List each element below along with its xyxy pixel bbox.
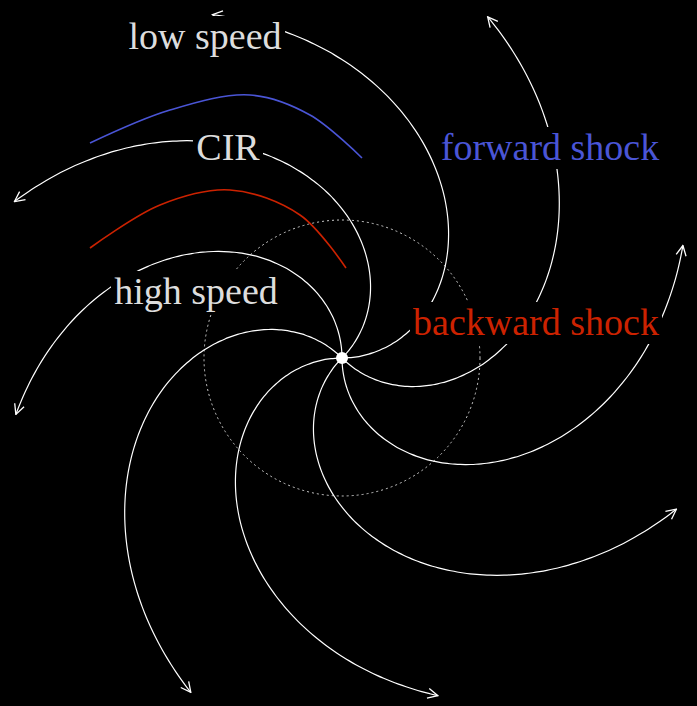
field-line [16,251,342,414]
field-line [125,329,340,692]
sun-dot [336,352,348,364]
shock-label: backward shock [410,302,662,344]
label-holder: backward shock [410,302,662,344]
field-line [14,141,370,356]
field-line [235,358,437,696]
region-label: low speed [125,16,284,58]
label-holder: high speed [111,271,281,313]
field-line [313,360,676,575]
label-holder: low speed [125,16,284,58]
backward-shock-curve [90,190,346,268]
field-line [342,246,683,465]
label-holder: forward shock [438,127,662,169]
region-label: CIR [193,127,262,169]
shock-label: forward shock [438,127,662,169]
region-label: high speed [111,271,281,313]
label-holder: CIR [193,127,262,169]
